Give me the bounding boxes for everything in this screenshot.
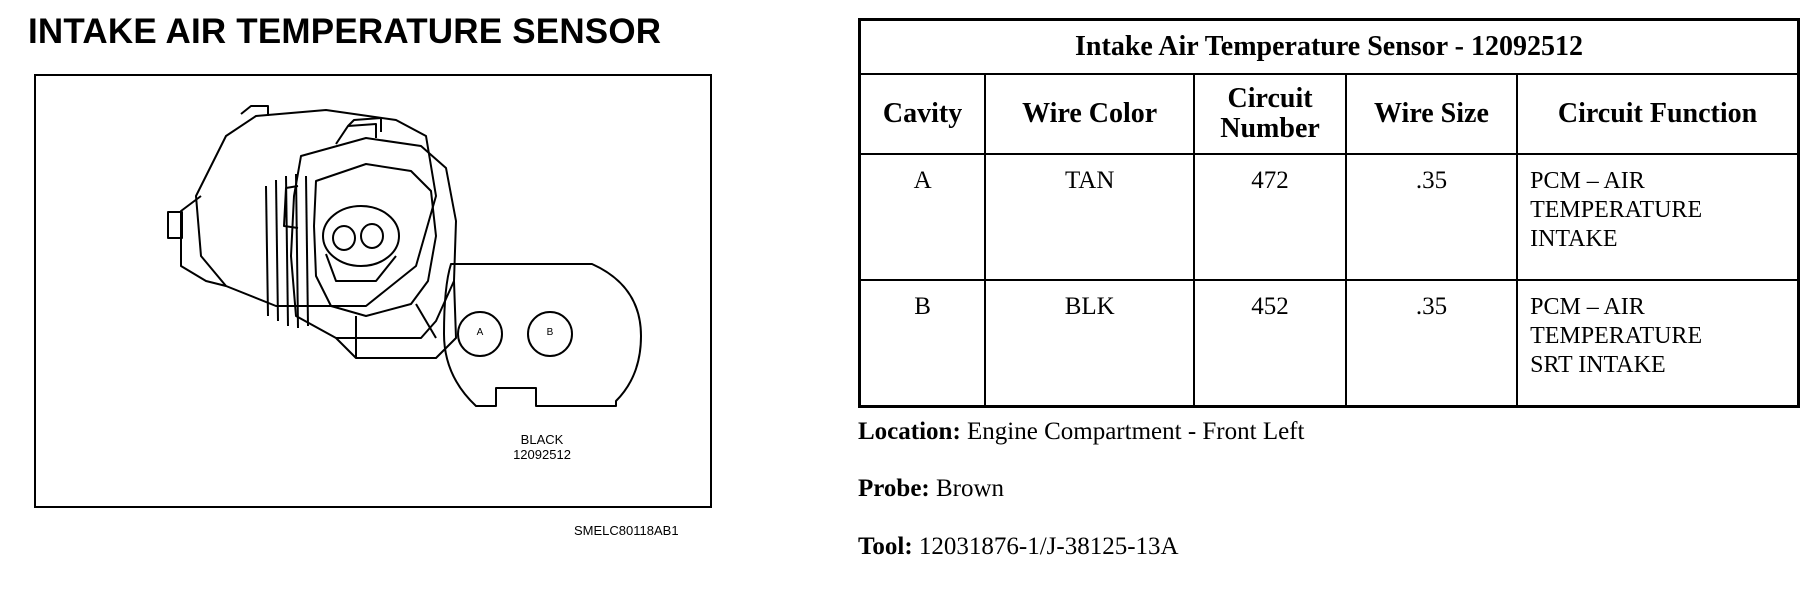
tool-value: 12031876-1/J-38125-13A (918, 533, 1179, 560)
location-label: Location: (858, 418, 961, 445)
cell-wire-size: .35 (1344, 153, 1519, 281)
connector-label: BLACK 12092512 (472, 432, 612, 462)
header-wire-size: Wire Size (1344, 73, 1519, 155)
function-line: SRT INTAKE (1530, 352, 1666, 378)
cell-cavity: A (858, 153, 987, 281)
pin-a-label: A (476, 327, 484, 338)
tool-line: Tool: 12031876-1/J-38125-13A (858, 533, 1179, 561)
connector-part-number: 12092512 (513, 447, 571, 462)
header-circuit-number: Circuit Number (1193, 73, 1347, 155)
table-title: Intake Air Temperature Sensor - 12092512 (858, 18, 1800, 75)
connector-pinout-table: Intake Air Temperature Sensor - 12092512… (858, 18, 1800, 408)
header-circuit-number-line2: Number (1220, 113, 1320, 144)
cell-wire-color: BLK (984, 279, 1196, 408)
header-cavity: Cavity (858, 73, 987, 155)
table-row: A TAN 472 .35 PCM – AIR TEMPERATURE INTA… (858, 153, 1800, 281)
connector-illustration (167, 105, 642, 407)
figure-id: SMELC80118AB1 (574, 523, 679, 538)
pin-b-label: B (546, 327, 554, 338)
location-line: Location: Engine Compartment - Front Lef… (858, 418, 1304, 446)
probe-line: Probe: Brown (858, 475, 1004, 503)
function-line: PCM – AIR (1530, 294, 1645, 320)
cell-wire-size: .35 (1344, 279, 1519, 408)
header-wire-color: Wire Color (984, 73, 1196, 155)
connector-color: BLACK (520, 432, 564, 447)
function-line: TEMPERATURE (1530, 197, 1703, 223)
probe-value: Brown (936, 475, 1005, 502)
cell-circuit-number: 452 (1193, 279, 1347, 408)
cell-circuit-function: PCM – AIR TEMPERATURE INTAKE (1516, 153, 1800, 281)
cell-circuit-function: PCM – AIR TEMPERATURE SRT INTAKE (1516, 279, 1800, 408)
function-line: INTAKE (1530, 226, 1618, 252)
header-circuit-number-line1: Circuit (1227, 83, 1313, 114)
page-title: INTAKE AIR TEMPERATURE SENSOR (28, 12, 662, 51)
cell-circuit-number: 472 (1193, 153, 1347, 281)
function-line: PCM – AIR (1530, 168, 1645, 194)
tool-label: Tool: (858, 533, 913, 560)
location-value: Engine Compartment - Front Left (967, 418, 1305, 445)
cell-cavity: B (858, 279, 987, 408)
table-row: B BLK 452 .35 PCM – AIR TEMPERATURE SRT … (858, 279, 1800, 408)
probe-label: Probe: (858, 475, 930, 502)
cell-wire-color: TAN (984, 153, 1196, 281)
function-line: TEMPERATURE (1530, 323, 1703, 349)
connector-diagram: A B BLACK 12092512 (34, 74, 712, 508)
header-circuit-function: Circuit Function (1516, 73, 1800, 155)
